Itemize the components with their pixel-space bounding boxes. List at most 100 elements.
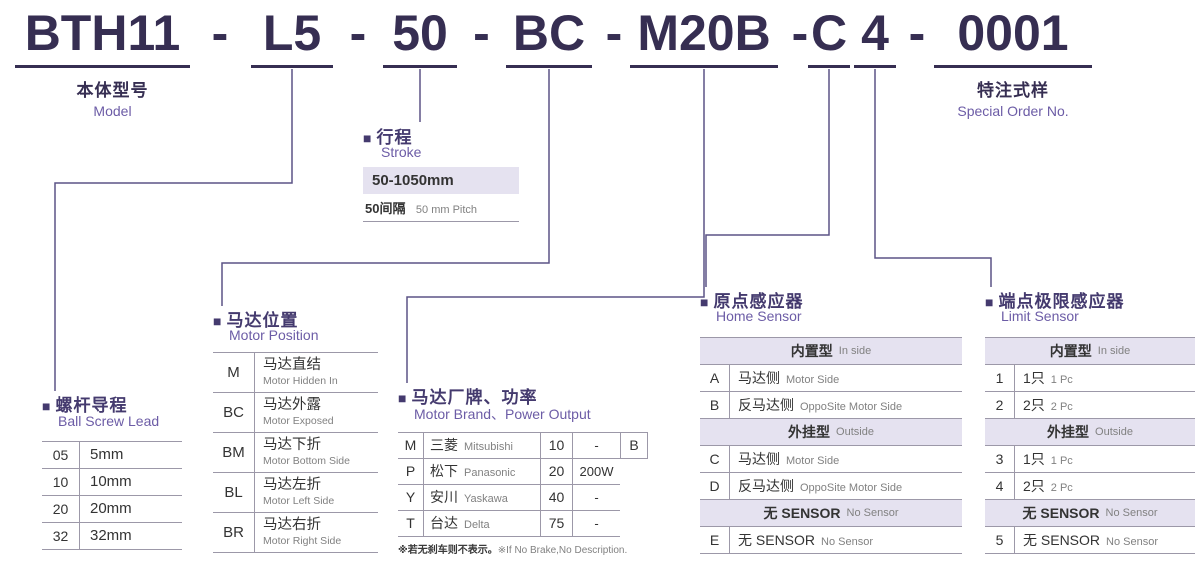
group-label-en: Outside	[836, 426, 874, 438]
sensor-desc-zh: 1只	[1023, 451, 1045, 467]
section-bullet-icon: ■	[213, 313, 223, 329]
motor-position-desc-zh: 马达外露	[263, 397, 321, 413]
model-segment-motor-brand: M20B	[630, 4, 778, 68]
motor-brand-code: T	[398, 511, 424, 536]
lead-code: 20	[42, 496, 80, 522]
motor-position-desc-en: Motor Left Side	[263, 495, 335, 507]
group-label-en: No Sensor	[1105, 507, 1158, 519]
table-row: M 马达直结 Motor Hidden In	[213, 353, 378, 393]
table-row: 05 5mm	[42, 442, 182, 469]
motor-brand-code: M	[398, 433, 424, 458]
motor-position-desc: 马达外露 Motor Exposed	[255, 393, 378, 432]
sensor-code: 5	[985, 527, 1015, 553]
group-label-en: Outside	[1095, 426, 1133, 438]
special-order-label-en: Special Order No.	[957, 103, 1069, 119]
table-row: 32 32mm	[42, 523, 182, 550]
sensor-desc-en: 2 Pc	[1050, 482, 1073, 494]
table-row: T 台达 Delta 75 -	[398, 511, 620, 537]
motor-brand-name: 台达 Delta	[424, 511, 540, 536]
brake-code: B	[620, 433, 648, 458]
motor-brand-en: Yaskawa	[464, 493, 508, 505]
stroke-title-en: Stroke	[381, 144, 422, 160]
motor-position-section-title: ■马达位置	[213, 306, 298, 331]
sensor-desc-zh: 无 SENSOR	[738, 532, 816, 548]
sensor-desc-en: 1 Pc	[1050, 374, 1073, 386]
motor-brand-en: Delta	[464, 519, 490, 531]
power-code: 20	[540, 459, 572, 484]
sensor-desc-en: OppoSite Motor Side	[800, 482, 903, 494]
section-bullet-icon: ■	[363, 130, 373, 146]
power-code: 75	[540, 511, 572, 536]
group-label-en: In side	[838, 345, 872, 357]
sensor-code: D	[700, 473, 730, 499]
motor-position-desc-zh: 马达下折	[263, 437, 321, 453]
ball-screw-lead-table: 05 5mm 10 10mm 20 20mm 32 32mm	[42, 441, 182, 550]
stroke-range-value: 50-1050mm	[363, 167, 519, 194]
sensor-code: B	[700, 392, 730, 418]
section-bullet-icon: ■	[700, 294, 710, 310]
model-segment-body: BTH11	[15, 4, 190, 68]
motor-position-title-zh: 马达位置	[226, 311, 299, 330]
sensor-desc-zh: 反马达侧	[738, 397, 794, 413]
sensor-code: C	[700, 446, 730, 472]
sensor-desc-zh: 2只	[1023, 397, 1045, 413]
sensor-desc-en: No Sensor	[1106, 536, 1158, 548]
home-sensor-title-en: Home Sensor	[716, 308, 802, 324]
ball-screw-lead-title-zh: 螺杆导程	[55, 396, 128, 415]
lead-value: 10mm	[90, 473, 132, 490]
group-label-en: In side	[1097, 345, 1131, 357]
limit-sensor-title-zh: 端点极限感应器	[998, 292, 1125, 311]
model-segment-special: 0001	[934, 4, 1092, 68]
motor-position-code: BM	[213, 433, 255, 472]
limit-sensor-title-en: Limit Sensor	[1001, 308, 1079, 324]
motor-brand-title-zh: 马达厂牌、功率	[411, 388, 538, 407]
brake-note-en: ※If No Brake,No Description.	[497, 545, 628, 556]
table-row: B 反马达侧 OppoSite Motor Side	[700, 392, 962, 419]
section-bullet-icon: ■	[985, 294, 995, 310]
motor-brand-title-en: Motor Brand、Power Output	[414, 406, 591, 422]
power-value: -	[572, 511, 620, 536]
section-bullet-icon: ■	[398, 390, 408, 406]
power-code: 10	[540, 433, 572, 458]
sensor-desc-zh: 马达侧	[738, 370, 780, 386]
sensor-desc-en: OppoSite Motor Side	[800, 401, 903, 413]
model-separator: -	[605, 5, 623, 61]
model-segment-home-sensor: C	[808, 4, 850, 68]
stroke-section-title: ■行程	[363, 123, 412, 148]
sensor-code: 2	[985, 392, 1015, 418]
motor-position-table: M 马达直结 Motor Hidden In BC 马达外露 Motor Exp…	[213, 352, 378, 553]
motor-brand-zh: 松下	[430, 463, 458, 479]
model-segment-stroke: 50	[383, 4, 457, 68]
group-label-zh: 内置型	[790, 343, 833, 359]
motor-position-desc-en: Motor Right Side	[263, 535, 342, 547]
power-value: -	[572, 485, 620, 510]
section-bullet-icon: ■	[42, 398, 52, 414]
home-sensor-section-title: ■原点感应器	[700, 287, 803, 312]
group-label-en: No Sensor	[846, 507, 899, 519]
lead-code: 32	[42, 523, 80, 549]
motor-brand-code: P	[398, 459, 424, 484]
motor-brand-zh: 台达	[430, 515, 458, 531]
connector-limit-sensor	[874, 69, 992, 287]
group-label-zh: 内置型	[1049, 343, 1092, 359]
motor-brand-zh: 三菱	[430, 437, 458, 453]
sensor-desc-zh: 1只	[1023, 370, 1045, 386]
lead-code: 05	[42, 442, 80, 468]
table-row: BL 马达左折 Motor Left Side	[213, 473, 378, 513]
model-segment-motor-position: BC	[506, 4, 592, 68]
sensor-desc: 反马达侧 OppoSite Motor Side	[730, 392, 962, 418]
model-label-zh: 本体型号	[76, 81, 149, 100]
